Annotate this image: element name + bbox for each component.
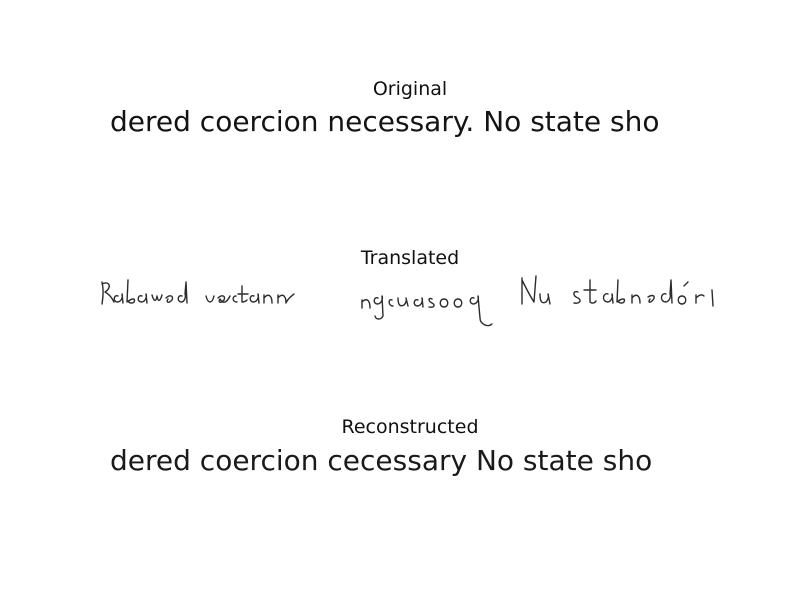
original-title: Original [372,78,448,100]
reconstructed-text-line: dered coercion cecessary No state sho [110,444,653,477]
original-text-line: dered coercion necessary. No state sho [110,105,660,138]
reconstructed-title: Reconstructed [341,416,479,438]
translated-handwriting-image [96,268,720,332]
handwriting-strokes [101,275,714,327]
translated-title: Translated [360,247,460,269]
